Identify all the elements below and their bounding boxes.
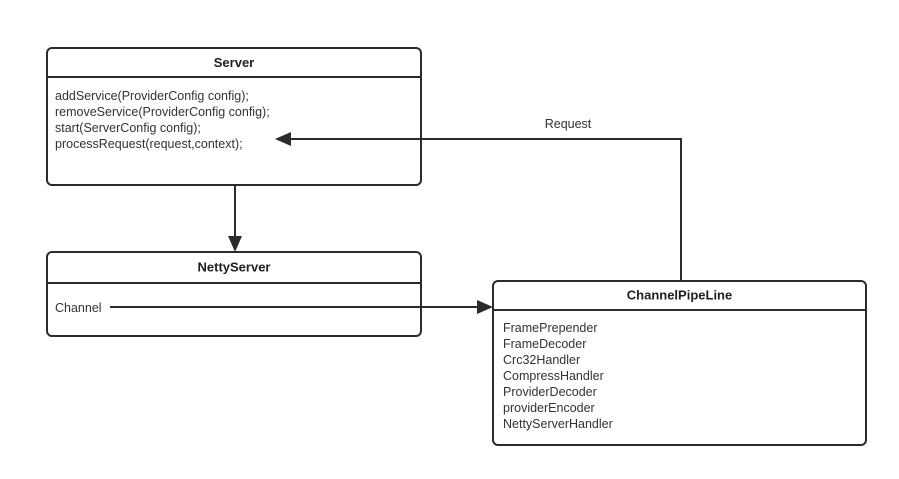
class-member-netty-server-0: Channel [55, 301, 102, 315]
class-name-channel-pipeline: ChannelPipeLine [627, 287, 732, 302]
class-box-netty-server-outline [46, 251, 422, 337]
class-member-channel-pipeline-0: FramePrepender [503, 321, 598, 335]
connector-server-to-nettyserver[interactable] [228, 186, 242, 252]
connector-server-to-nettyserver-arrowhead [228, 236, 242, 252]
class-member-server-1: removeService(ProviderConfig config); [55, 105, 270, 119]
connector-pipeline-request-to-server-arrowhead [275, 132, 291, 146]
class-box-server[interactable]: Server addService(ProviderConfig config)… [46, 47, 422, 186]
class-member-channel-pipeline-4: ProviderDecoder [503, 385, 597, 399]
connector-pipeline-request-to-server[interactable]: Request [275, 117, 682, 281]
class-member-channel-pipeline-6: NettyServerHandler [503, 417, 613, 431]
class-box-channel-pipeline-outline [492, 280, 867, 446]
class-member-server-0: addService(ProviderConfig config); [55, 89, 249, 103]
class-member-server-3: processRequest(request,context); [55, 137, 243, 151]
class-member-channel-pipeline-2: Crc32Handler [503, 353, 580, 367]
class-box-server-outline [46, 47, 422, 186]
class-member-server-2: start(ServerConfig config); [55, 121, 201, 135]
connector-channel-to-pipeline[interactable] [110, 300, 493, 314]
class-member-channel-pipeline-1: FrameDecoder [503, 337, 586, 351]
class-name-server: Server [214, 55, 254, 70]
connector-label-request: Request [545, 117, 592, 131]
connector-pipeline-request-to-server-line [284, 138, 682, 281]
class-member-channel-pipeline-5: providerEncoder [503, 401, 595, 415]
class-member-channel-pipeline-3: CompressHandler [503, 369, 604, 383]
class-box-netty-server[interactable]: NettyServer Channel [46, 251, 422, 337]
connector-channel-to-pipeline-arrowhead [477, 300, 493, 314]
class-box-channel-pipeline[interactable]: ChannelPipeLine FramePrepender FrameDeco… [492, 280, 867, 446]
class-name-netty-server: NettyServer [198, 259, 271, 274]
